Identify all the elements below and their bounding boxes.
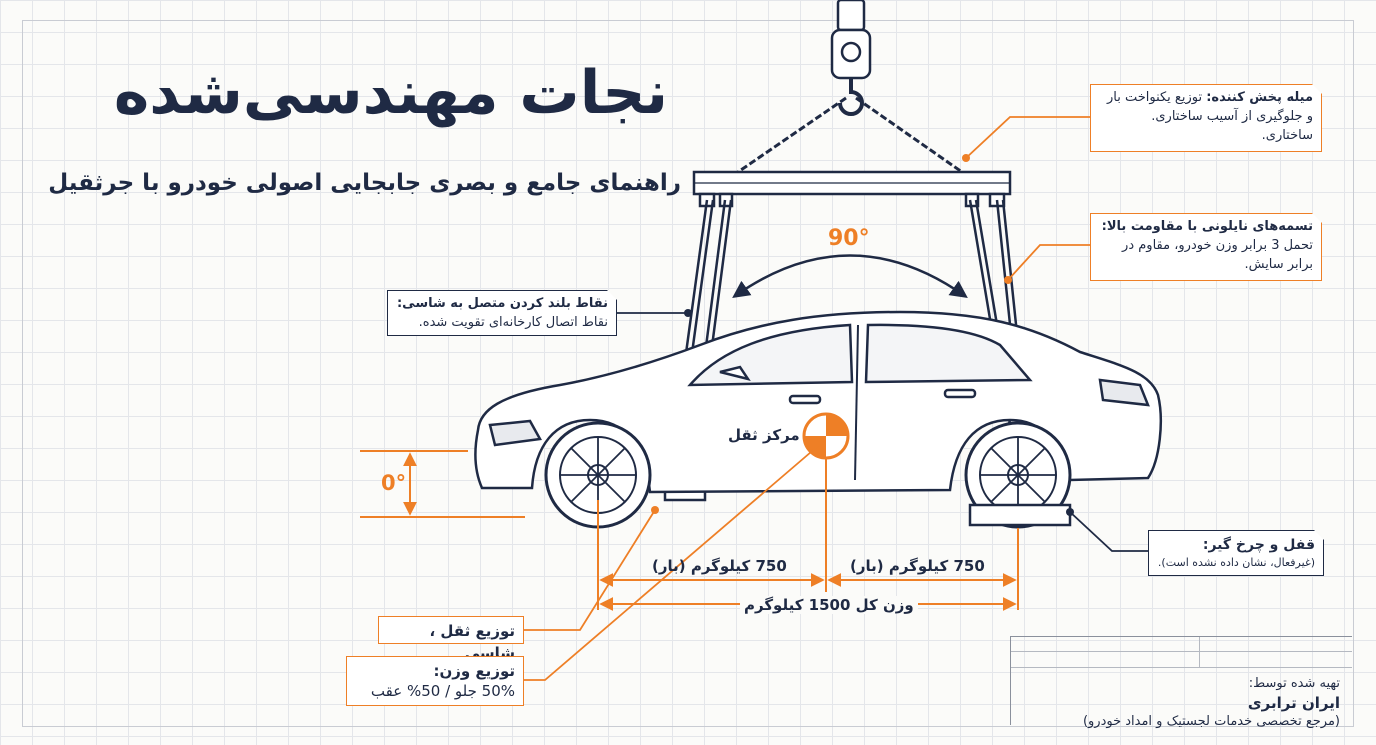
rear-wheel [964, 421, 1072, 529]
front-load-label: 750 کیلوگرم (بار) [652, 557, 787, 575]
angle-arc [732, 254, 968, 299]
title-block: تهیه شده توسط: ایران ترابری (مرجع تخصصی … [1010, 636, 1352, 729]
callout-lift-points-text: نقاط اتصال کارخانه‌ای تقویت شده. [418, 314, 608, 330]
callout-straps-head: تسمه‌های نایلونی با مقاومت بالا: [1101, 219, 1313, 234]
leader-lines [524, 116, 1148, 681]
callout-weight-text: 50% جلو / 50% عقب [370, 682, 515, 701]
credits-org: ایران ترابری [1247, 693, 1340, 712]
center-of-gravity-label: مرکز ثقل [728, 426, 800, 444]
front-wheel [544, 421, 652, 529]
spreader-bar [692, 170, 1012, 208]
tilt-indicator [360, 450, 525, 518]
callout-lift-points-head: نقاط بلند کردن متصل به شاسی: [396, 296, 608, 311]
callout-spreader-text: توزیع یکنواخت بار و جلوگیری از آسیب ساخت… [1106, 90, 1313, 143]
callout-straps-text: تحمل 3 برابر وزن خودرو، مقاوم در برابر س… [1122, 237, 1313, 272]
credits: تهیه شده توسط: ایران ترابری (مرجع تخصصی … [1083, 675, 1340, 730]
credits-label: تهیه شده توسط: [1248, 676, 1340, 691]
sedan-car [474, 310, 1163, 494]
rear-load-label: 750 کیلوگرم (بار) [850, 557, 985, 575]
tilt-label: 0° [381, 471, 407, 495]
callout-wheel-lock-head: قفل و چرخ گیر: [1202, 537, 1315, 553]
callout-wheel-lock: قفل و چرخ گیر: (غیرفعال، نشان داده نشده … [1148, 530, 1324, 576]
angle-label: 90° [828, 226, 870, 251]
page-subtitle: راهنمای جامع و بصری جابجایی اصولی خودرو … [48, 170, 681, 196]
callout-spreader-bar: میله پخش کننده: توزیع یکنواخت بار و جلوگ… [1090, 84, 1322, 152]
dimension-lines [597, 500, 1019, 611]
callout-chassis-distribution: توزیع ثقل ، شاسی [378, 616, 524, 662]
credits-desc: (مرجع تخصصی خدمات لجستیک و امداد خودرو) [1082, 713, 1340, 729]
wheel-chock-icon [968, 503, 1072, 527]
callout-spreader-head: میله پخش کننده: [1206, 90, 1313, 105]
callout-weight-head: توزیع وزن: [433, 662, 515, 680]
callout-weight-distribution: توزیع وزن: 50% جلو / 50% عقب [346, 656, 524, 706]
callout-straps: تسمه‌های نایلونی با مقاومت بالا: تحمل 3 … [1090, 213, 1322, 281]
page-title: نجات مهندسی‌شده [113, 58, 668, 128]
hook-chains [737, 96, 963, 174]
total-weight-label: وزن کل 1500 کیلوگرم [740, 596, 918, 614]
crane-hook-icon [830, 0, 872, 116]
callout-wheel-lock-text: (غیرفعال، نشان داده نشده است). [1157, 556, 1315, 570]
callout-lift-points: نقاط بلند کردن متصل به شاسی: نقاط اتصال … [387, 290, 617, 336]
